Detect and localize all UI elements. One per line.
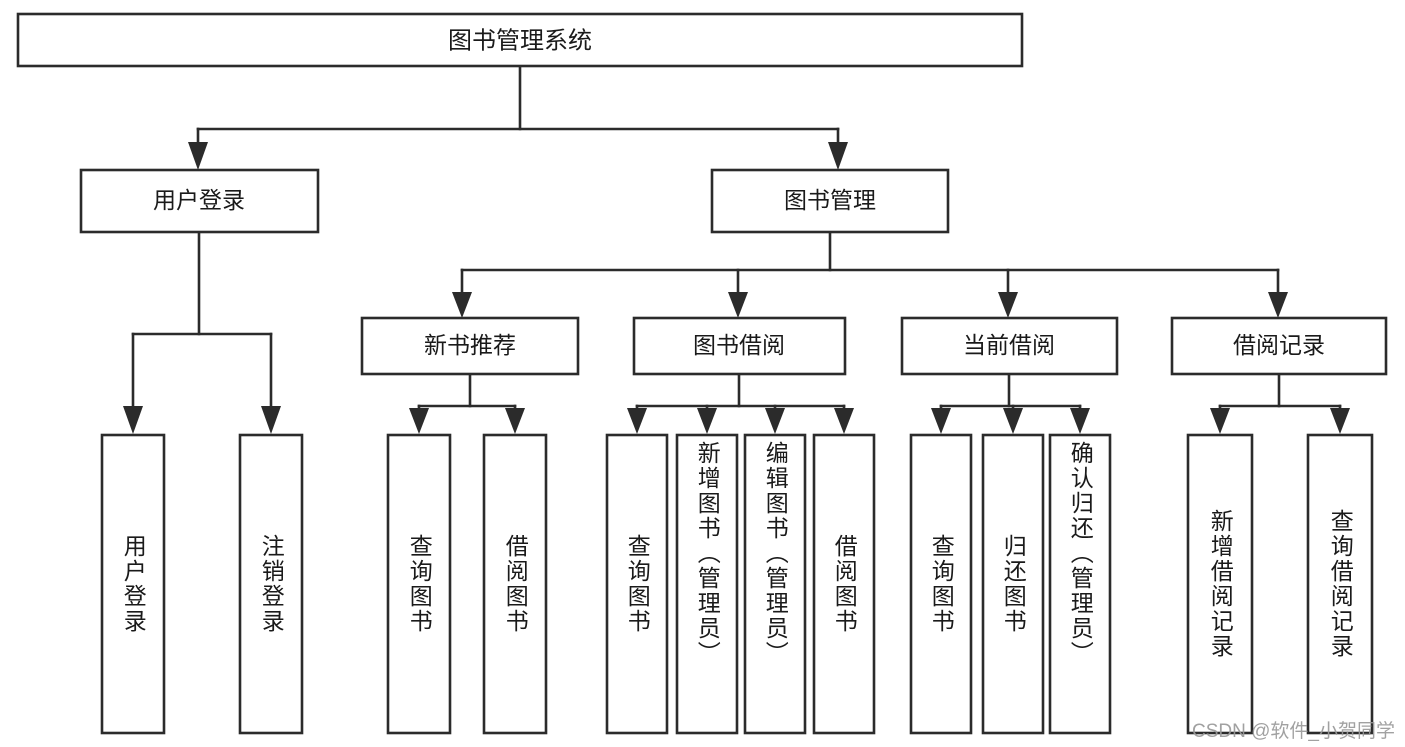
- node-borrow-record-box[interactable]: [1170, 316, 1388, 376]
- node-root[interactable]: 图书管理系统: [16, 12, 1024, 68]
- arrow-head-current-borrow: [998, 292, 1018, 318]
- connector-layer: [123, 64, 1350, 434]
- arrow-head-borrow-lend: [834, 408, 854, 434]
- node-book-borrow-box[interactable]: [632, 316, 847, 376]
- node-new-book-recommend-label: 新书推荐: [424, 332, 516, 358]
- node-new-book-recommend-box[interactable]: [360, 316, 580, 376]
- arrow-head-newbook-query: [409, 408, 429, 434]
- leaf-box-borrow-book-rec[interactable]: [482, 433, 548, 735]
- arrow-head-borrow-add: [697, 408, 717, 434]
- arrow-head-borrow-record: [1268, 292, 1288, 318]
- arrow-head-borrow-query: [627, 408, 647, 434]
- leaf-box-add-book-admin[interactable]: [675, 433, 739, 735]
- node-book-management-label: 图书管理: [784, 187, 876, 213]
- node-borrow-record[interactable]: 借阅记录: [1170, 316, 1388, 376]
- leaf-box-query-book-rec[interactable]: [386, 433, 452, 735]
- arrow-head-leaf-user-login: [123, 406, 143, 434]
- node-book-management-box[interactable]: [710, 168, 950, 234]
- watermark-text: CSDN @软件_小贺同学: [1192, 721, 1395, 742]
- node-user-login-label: 用户登录: [153, 187, 245, 213]
- arrow-head-book-borrow: [728, 292, 748, 318]
- leaf-box-logout[interactable]: [238, 433, 304, 735]
- node-current-borrow-box[interactable]: [900, 316, 1119, 376]
- arrow-head-leaf-logout: [261, 406, 281, 434]
- leaf-box-query-record[interactable]: [1306, 433, 1374, 735]
- node-new-book-recommend[interactable]: 新书推荐: [360, 316, 580, 376]
- arrow-head-record-query: [1330, 408, 1350, 434]
- arrow-head-new-book-rec: [452, 292, 472, 318]
- leaf-box-layer: [100, 433, 1374, 735]
- leaf-box-edit-book-admin[interactable]: [743, 433, 807, 735]
- leaf-box-borrow-book[interactable]: [812, 433, 876, 735]
- leaf-box-add-record[interactable]: [1186, 433, 1254, 735]
- node-root-label: 图书管理系统: [448, 27, 592, 54]
- arrow-head-book-manage: [828, 142, 848, 170]
- arrow-head-user-login: [188, 142, 208, 170]
- arrow-head-record-add: [1210, 408, 1230, 434]
- leaf-box-return-book[interactable]: [981, 433, 1045, 735]
- arrow-head-newbook-borrow: [505, 408, 525, 434]
- node-current-borrow-label: 当前借阅: [963, 332, 1055, 358]
- arrow-head-current-return: [1003, 408, 1023, 434]
- node-borrow-record-label: 借阅记录: [1233, 332, 1325, 358]
- node-book-management[interactable]: 图书管理: [710, 168, 950, 234]
- leaf-box-query-book-cur[interactable]: [909, 433, 973, 735]
- leaf-box-query-book[interactable]: [605, 433, 669, 735]
- node-root-box[interactable]: [16, 12, 1024, 68]
- node-book-borrow-label: 图书借阅: [693, 332, 785, 358]
- node-current-borrow[interactable]: 当前借阅: [900, 316, 1119, 376]
- arrow-head-current-query: [931, 408, 951, 434]
- leaf-box-confirm-return[interactable]: [1048, 433, 1112, 735]
- node-book-borrow[interactable]: 图书借阅: [632, 316, 847, 376]
- node-user-login-box[interactable]: [79, 168, 320, 234]
- arrow-head-current-confirm: [1070, 408, 1090, 434]
- node-user-login[interactable]: 用户登录: [79, 168, 320, 234]
- arrow-head-borrow-edit: [765, 408, 785, 434]
- leaf-box-user-login[interactable]: [100, 433, 166, 735]
